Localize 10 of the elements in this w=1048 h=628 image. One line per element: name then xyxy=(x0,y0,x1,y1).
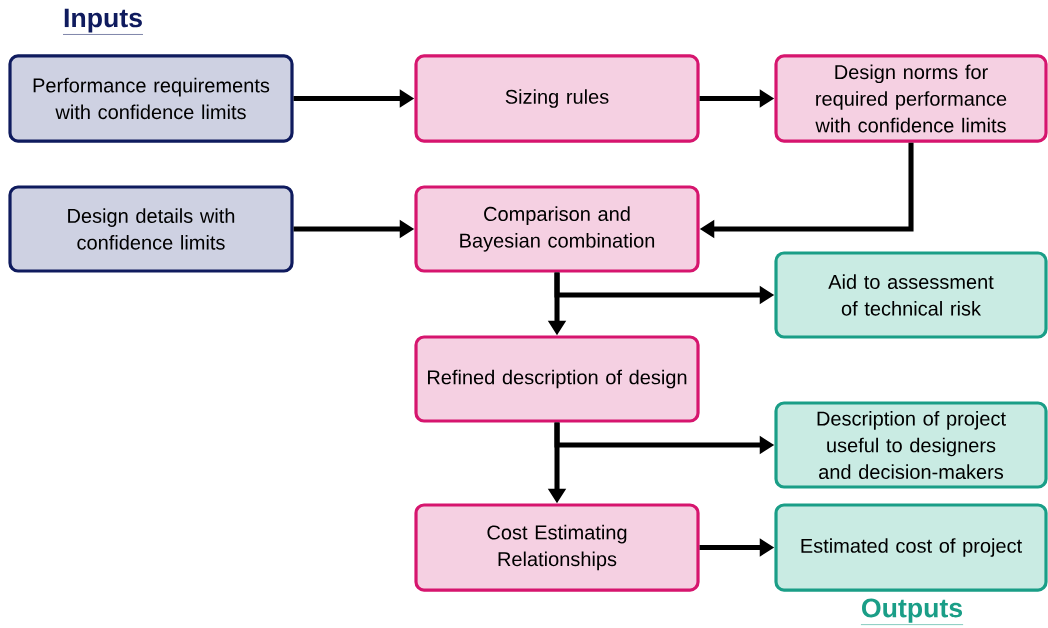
process-box: Cost Estimating Relationships xyxy=(414,503,700,592)
process-box: Estimated cost of project xyxy=(774,503,1048,592)
process-box: Design details with confidence limits xyxy=(8,185,294,273)
process-box: Description of project useful to designers and decision-makers xyxy=(774,401,1048,489)
process-box: Sizing rules xyxy=(414,54,700,143)
process-box: Aid to assessment of technical risk xyxy=(774,251,1048,339)
process-box: Refined description of design xyxy=(414,335,700,423)
process-box: Performance requirements with confidence limits xyxy=(8,54,294,143)
process-box: Comparison and Bayesian combination xyxy=(414,185,700,273)
process-box: Design norms for required performance with confidence limits xyxy=(774,54,1048,143)
